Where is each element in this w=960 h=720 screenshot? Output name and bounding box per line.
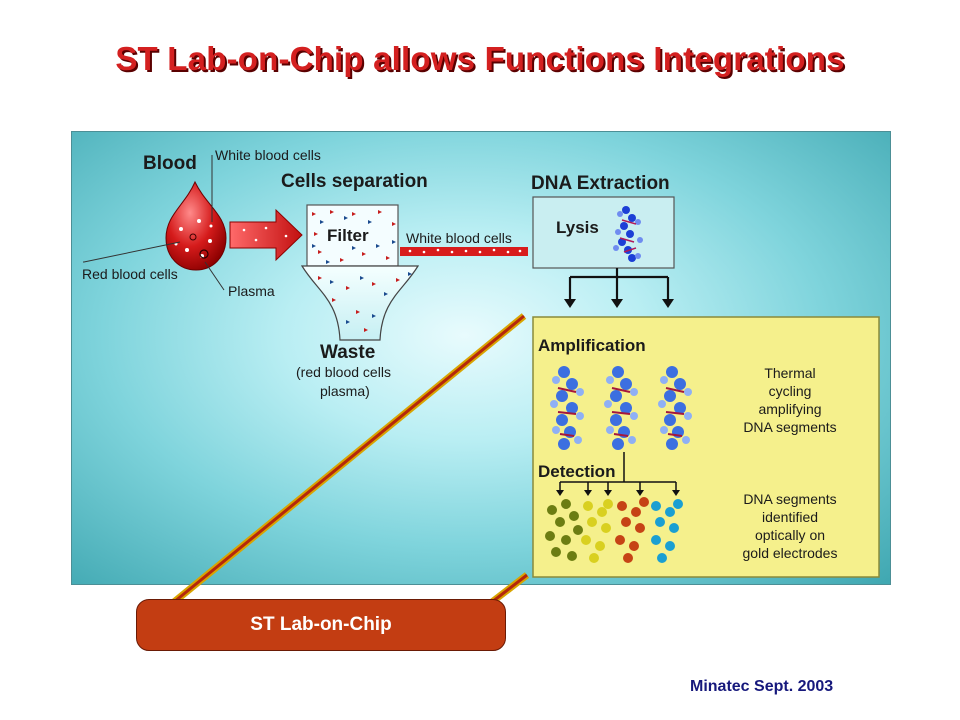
label-lysis: Lysis [556,218,599,237]
label-red-blood-cells: Red blood cells [82,266,178,282]
amplification-desc-line-1: Thermal [764,365,816,381]
label-waste: Waste [320,342,376,363]
label-white-blood-cells: White blood cells [215,147,321,163]
label-waste-detail-1: (red blood cells [296,364,391,380]
slide-title: ST Lab-on-Chip allows Functions Integrat… [115,40,845,77]
white-blood-cells-channel [400,247,528,256]
amplified-dna-icons [550,366,692,450]
amplification-desc-line-4: DNA segments [743,419,837,435]
dna-helix-icon [613,206,643,262]
label-blood: Blood [143,153,197,174]
detection-electrodes [545,497,683,563]
amplification-detection-panel [532,316,880,578]
amplification-description: Thermal cycling amplifying DNA segments [730,364,850,436]
detection-description: DNA segments identified optically on gol… [722,490,858,562]
waste-funnel [300,265,420,341]
label-filter: Filter [327,226,369,245]
zoom-lines [171,313,530,605]
lysis-box [532,196,675,269]
flow-arrow-icon [229,208,303,262]
label-amplification: Amplification [538,336,646,355]
amplification-desc-line-3: amplifying [758,401,822,417]
filter-box [306,204,399,267]
detection-desc-line-1: DNA segments [743,491,837,507]
label-plasma: Plasma [228,283,275,299]
chip-label-pill: ST Lab-on-Chip [136,599,506,651]
label-detection: Detection [538,462,616,481]
label-waste-detail-2: plasma) [320,383,370,399]
detection-arrows [556,452,680,496]
blood-drop-icon [165,180,227,271]
blood-leader-lines [83,155,225,291]
detection-desc-line-3: optically on [754,527,826,543]
detection-desc-line-4: gold electrodes [742,545,838,561]
detection-desc-line-2: identified [761,509,819,525]
label-white-blood-cells-flow: White blood cells [406,230,512,246]
label-cells-separation: Cells separation [281,171,428,192]
label-dna-extraction: DNA Extraction [531,173,670,194]
branch-arrows [564,268,674,308]
footer-date: Minatec Sept. 2003 [690,678,834,695]
amplification-desc-line-2: cycling [768,383,812,399]
chip-label: ST Lab-on-Chip [250,614,392,635]
